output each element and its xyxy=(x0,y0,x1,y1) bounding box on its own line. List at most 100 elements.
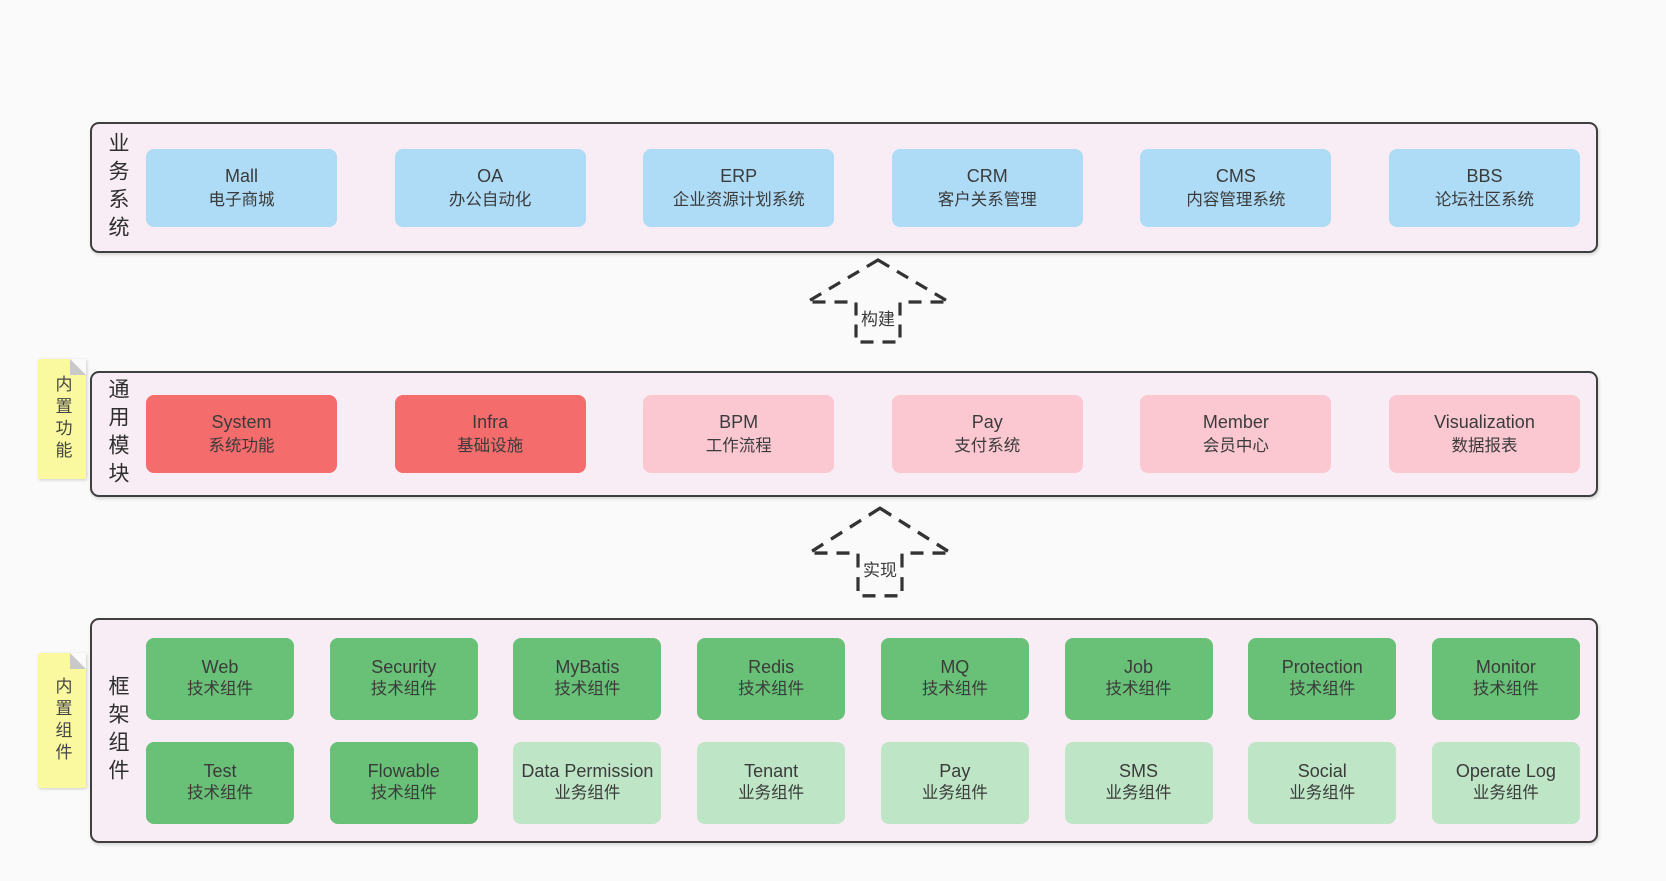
box-title: Visualization xyxy=(1434,412,1535,433)
box-crm: CRM 客户关系管理 xyxy=(891,148,1083,227)
box-operate-log: Operate Log 业务组件 xyxy=(1431,741,1580,824)
box-title: Test xyxy=(203,761,237,782)
box-subtitle: 数据报表 xyxy=(1451,437,1518,456)
box-title: MQ xyxy=(940,657,970,678)
box-tenant: Tenant 业务组件 xyxy=(697,741,846,824)
build-arrow: 构建 xyxy=(803,257,953,345)
box-flowable: Flowable 技术组件 xyxy=(329,741,478,824)
box-title: SMS xyxy=(1119,761,1159,782)
box-subtitle: 业务组件 xyxy=(554,784,621,803)
box-subtitle: 会员中心 xyxy=(1202,437,1269,456)
box-title: Monitor xyxy=(1475,657,1536,678)
box-subtitle: 客户关系管理 xyxy=(937,190,1037,209)
sticky-note-built-in-functions: 内置功能 xyxy=(38,359,86,479)
box-bpm: BPM 工作流程 xyxy=(643,395,835,473)
box-title: ERP xyxy=(720,165,758,186)
box-title: Social xyxy=(1297,761,1347,782)
layer-components-label: 框架组件 xyxy=(106,674,129,787)
box-subtitle: 电子商城 xyxy=(208,190,275,209)
box-subtitle: 技术组件 xyxy=(370,784,437,803)
box-test: Test 技术组件 xyxy=(146,741,294,824)
box-subtitle: 技术组件 xyxy=(187,784,253,803)
box-job: Job 技术组件 xyxy=(1064,637,1213,720)
box-mall: Mall 电子商城 xyxy=(146,148,337,227)
layer-common-modules: 通用模块 System 系统功能 Infra 基础设施 BPM 工作流程 Pay… xyxy=(90,371,1598,497)
box-title: Web xyxy=(201,657,239,678)
box-subtitle: 业务组件 xyxy=(921,784,988,803)
build-arrow-label: 构建 xyxy=(861,309,895,329)
box-pay-component: Pay 业务组件 xyxy=(880,741,1029,824)
box-redis: Redis 技术组件 xyxy=(697,637,846,720)
box-title: BPM xyxy=(719,412,759,433)
box-sms: SMS 业务组件 xyxy=(1064,741,1213,824)
business-boxes: Mall 电子商城 OA 办公自动化 ERP 企业资源计划系统 CRM 客户关系… xyxy=(130,148,1596,227)
box-infra: Infra 基础设施 xyxy=(394,395,586,473)
box-title: Flowable xyxy=(367,761,440,782)
box-cms: CMS 内容管理系统 xyxy=(1140,148,1332,227)
box-title: Redis xyxy=(748,657,795,678)
box-title: Data Permission xyxy=(521,761,654,782)
layer-modules-label: 通用模块 xyxy=(106,378,129,490)
box-subtitle: 技术组件 xyxy=(1289,680,1356,699)
box-subtitle: 技术组件 xyxy=(370,680,437,699)
box-title: Job xyxy=(1124,657,1154,678)
box-title: CRM xyxy=(966,165,1008,186)
box-data-permission: Data Permission 业务组件 xyxy=(513,741,662,824)
box-subtitle: 系统功能 xyxy=(208,437,275,456)
box-protection: Protection 技术组件 xyxy=(1248,637,1397,720)
box-oa: OA 办公自动化 xyxy=(394,148,586,227)
box-title: System xyxy=(211,412,272,433)
layer-framework-components: 框架组件 Web 技术组件 Security 技术组件 MyBatis 技术组件… xyxy=(90,618,1598,843)
box-pay-module: Pay 支付系统 xyxy=(891,395,1083,473)
box-subtitle: 技术组件 xyxy=(1105,680,1172,699)
box-title: CMS xyxy=(1215,165,1256,186)
box-title: Mall xyxy=(224,165,258,186)
box-title: Member xyxy=(1202,412,1269,433)
box-title: Protection xyxy=(1281,657,1363,678)
box-subtitle: 基础设施 xyxy=(457,437,524,456)
box-bbs: BBS 论坛社区系统 xyxy=(1388,148,1580,227)
box-subtitle: 技术组件 xyxy=(554,680,621,699)
box-web: Web 技术组件 xyxy=(146,637,294,720)
box-mybatis: MyBatis 技术组件 xyxy=(513,637,662,720)
box-subtitle: 企业资源计划系统 xyxy=(672,190,805,209)
box-title: Security xyxy=(371,657,437,678)
box-title: Infra xyxy=(472,412,509,433)
box-subtitle: 技术组件 xyxy=(187,680,253,699)
box-security: Security 技术组件 xyxy=(329,637,478,720)
box-title: Operate Log xyxy=(1455,761,1556,782)
module-boxes: System 系统功能 Infra 基础设施 BPM 工作流程 Pay 支付系统… xyxy=(130,395,1596,473)
box-title: Pay xyxy=(939,761,971,782)
box-mq: MQ 技术组件 xyxy=(880,637,1029,720)
box-subtitle: 业务组件 xyxy=(738,784,805,803)
note-text: 内置组件 xyxy=(52,676,72,765)
box-subtitle: 业务组件 xyxy=(1105,784,1172,803)
component-grid: Web 技术组件 Security 技术组件 MyBatis 技术组件 Redi… xyxy=(130,637,1596,824)
box-visualization: Visualization 数据报表 xyxy=(1388,395,1580,473)
sticky-note-built-in-components: 内置组件 xyxy=(38,653,86,788)
box-monitor: Monitor 技术组件 xyxy=(1431,637,1580,720)
up-arrow-icon xyxy=(805,506,955,598)
implement-arrow-label: 实现 xyxy=(863,560,897,580)
box-subtitle: 技术组件 xyxy=(738,680,805,699)
box-subtitle: 工作流程 xyxy=(705,437,772,456)
box-subtitle: 论坛社区系统 xyxy=(1434,190,1534,209)
component-row-2: Test 技术组件 Flowable 技术组件 Data Permission … xyxy=(146,741,1580,824)
box-subtitle: 业务组件 xyxy=(1472,784,1539,803)
box-member: Member 会员中心 xyxy=(1140,395,1332,473)
layer-business-systems: 业务系统 Mall 电子商城 OA 办公自动化 ERP 企业资源计划系统 CRM… xyxy=(90,122,1598,253)
box-subtitle: 办公自动化 xyxy=(448,190,532,209)
box-system: System 系统功能 xyxy=(146,395,337,473)
box-subtitle: 业务组件 xyxy=(1289,784,1356,803)
box-subtitle: 技术组件 xyxy=(921,680,988,699)
layer-business-label: 业务系统 xyxy=(106,131,129,244)
box-title: OA xyxy=(477,165,504,186)
box-title: BBS xyxy=(1466,165,1503,186)
up-arrow-icon xyxy=(803,258,953,344)
box-title: Pay xyxy=(971,412,1003,433)
box-subtitle: 技术组件 xyxy=(1472,680,1539,699)
box-subtitle: 内容管理系统 xyxy=(1186,190,1286,209)
box-erp: ERP 企业资源计划系统 xyxy=(643,148,835,227)
box-social: Social 业务组件 xyxy=(1248,741,1397,824)
box-title: Tenant xyxy=(744,761,799,782)
